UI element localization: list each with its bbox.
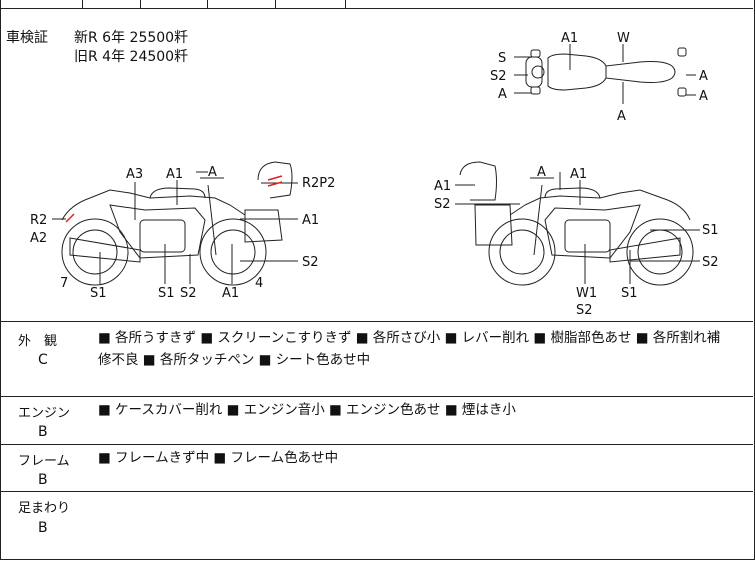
divider [0,396,753,397]
left-label-a1-top: A1 [166,167,183,182]
section-text-exterior-2: 修不良 ■ 各所タッチペン ■ シート色あせ中 [98,352,371,368]
right-label-s2-bottom: S2 [576,303,593,318]
inspection-old: 旧R 4年 24500粁 [74,49,189,65]
left-label-r2p2: R2P2 [302,176,335,191]
left-label-a1-bottom: A1 [222,286,239,301]
top-label-w: W [617,31,630,46]
top-label-s: S [498,51,506,66]
left-side-bike [61,161,293,286]
left-label-4: 4 [255,276,263,291]
left-label-a1-right: A1 [302,213,319,228]
section-grade-frame: B [38,472,48,488]
section-label-frame: フレーム [18,454,70,469]
left-label-7: 7 [60,276,68,291]
top-label-a-right2: A [699,89,708,104]
top-label-a-left: A [498,87,507,102]
section-label-engine: エンジン [18,406,71,421]
left-label-a3: A3 [126,167,143,182]
top-label-a-right1: A [699,69,708,84]
left-label-s1-b: S1 [158,286,175,301]
inspection-new: 新R 6年 25500粁 [74,30,189,46]
left-label-a2: A2 [30,231,47,246]
section-text-engine: ■ ケースカバー削れ ■ エンジン音小 ■ エンジン色あせ ■ 煙はき小 [98,402,516,418]
section-text-frame: ■ フレームきず中 ■ フレーム色あせ中 [98,450,339,466]
top-label-a1: A1 [561,31,578,46]
right-label-w1: W1 [576,286,597,301]
divider [0,321,753,322]
top-view-bike [514,44,696,104]
section-grade-engine: B [38,424,48,440]
right-label-a1-left: A1 [434,179,451,194]
top-label-s2: S2 [490,69,507,84]
section-label-exterior: 外 観 [18,334,58,349]
section-grade-exterior: C [38,352,48,368]
left-label-s2-right: S2 [302,255,319,270]
section-text-exterior-1: ■ 各所うすきず ■ スクリーンこすりきず ■ 各所さび小 ■ レバー削れ ■ … [98,330,721,346]
left-label-r2: R2 [30,213,47,228]
section-grade-suspension: B [38,520,48,536]
left-label-s2-b: S2 [180,286,197,301]
divider [0,491,753,492]
inspection-label: 車検証 [6,30,48,46]
right-label-s1-bottom: S1 [621,286,638,301]
left-label-s1-a: S1 [90,286,107,301]
top-label-a-bottom: A [617,109,626,124]
divider [0,444,753,445]
right-label-s2-left: S2 [434,197,451,212]
right-label-s1-right: S1 [702,223,719,238]
left-label-a-top: A [208,165,217,180]
right-label-a-top: A [537,165,546,180]
right-label-s2-right: S2 [702,255,719,270]
damage-diagram: S S2 A A1 W A A A A3 A1 A R2P2 R2 A2 A1 … [30,31,719,318]
top-table-remnant [0,0,753,9]
section-label-suspension: 足まわり [18,501,71,516]
right-label-a1-top: A1 [570,167,587,182]
